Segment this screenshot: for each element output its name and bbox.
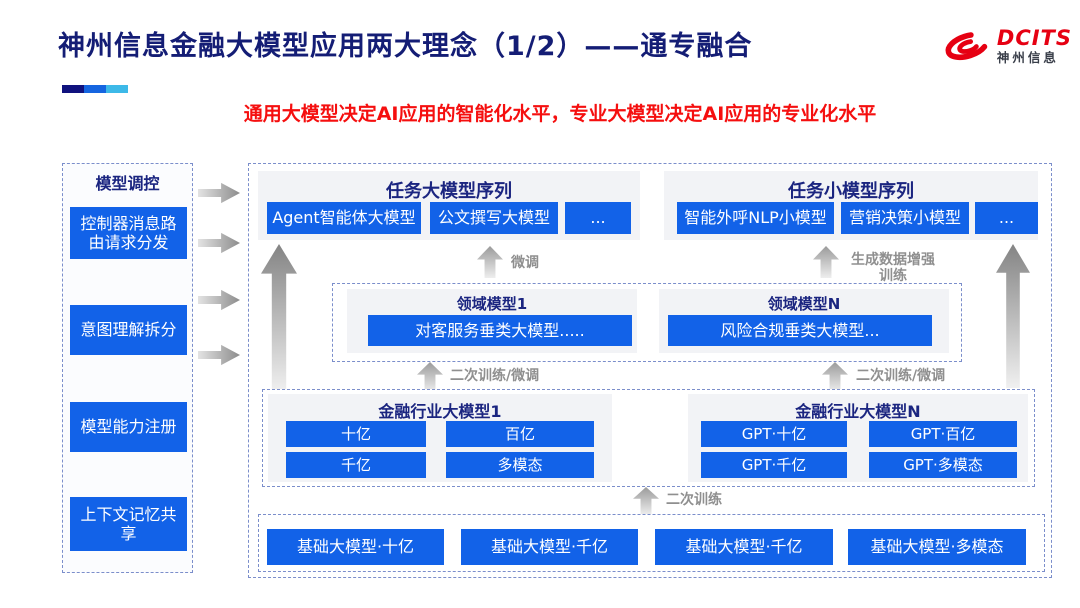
model-chip-base-1b: 基础大模型·十亿 — [267, 529, 444, 565]
panel-domain-n-title: 领域模型N — [767, 295, 841, 313]
model-chip-base-100b: 基础大模型·千亿 — [461, 529, 638, 565]
sidebar-item-router: 控制器消息路由请求分发 — [70, 207, 187, 259]
model-chip-10b: 百亿 — [446, 421, 594, 447]
label-gen-data-training: 生成数据增强训练 — [851, 252, 935, 285]
model-chip-risk-compliance: 风险合规垂类大模型... — [668, 315, 932, 346]
model-chip-gpt-multimodal: GPT·多模态 — [869, 452, 1017, 478]
subtitle: 通用大模型决定AI应用的智能化水平，专业大模型决定AI应用的专业化水平 — [243, 103, 877, 125]
panel-fin-n-title: 金融行业大模型N — [795, 402, 921, 421]
label-finetune: 微调 — [511, 255, 539, 271]
model-chip-marketing: 营销决策小模型 — [841, 202, 969, 234]
page-title: 神州信息金融大模型应用两大理念（1/2）——通专融合 — [58, 31, 753, 62]
panel-task-small-title: 任务小模型序列 — [788, 181, 914, 202]
label-second-training: 二次训练 — [666, 492, 722, 508]
model-chip-multimodal: 多模态 — [446, 452, 594, 478]
model-chip-gpt-100b: GPT·千亿 — [701, 452, 847, 478]
logo-brand-text: DCITS — [996, 26, 1072, 51]
model-chip-ellipsis: ... — [975, 202, 1038, 234]
model-chip-customer-service: 对客服务垂类大模型..... — [368, 315, 632, 346]
accent-bar — [62, 85, 128, 93]
arrow-right-icon — [198, 182, 240, 204]
accent-segment-blue — [84, 85, 106, 93]
arrow-right-icon — [198, 232, 240, 254]
model-chip-base-100b-2: 基础大模型·千亿 — [655, 529, 833, 565]
model-chip-base-multimodal: 基础大模型·多模态 — [848, 529, 1026, 565]
sidebar-item-intent: 意图理解拆分 — [70, 305, 187, 355]
model-chip-ellipsis: ... — [565, 202, 631, 234]
logo-brand-cn-text: 神州信息 — [996, 50, 1059, 66]
logo-swirl-icon — [945, 31, 990, 61]
accent-segment-cyan — [106, 85, 128, 93]
label-second-finetune-right: 二次训练/微调 — [856, 368, 946, 384]
model-chip-agent: Agent智能体大模型 — [267, 202, 421, 234]
model-chip-100b: 千亿 — [286, 452, 426, 478]
sidebar-item-context: 上下文记忆共享 — [70, 497, 187, 551]
arrow-right-icon — [198, 344, 240, 366]
panel-fin-1-title: 金融行业大模型1 — [378, 402, 502, 421]
model-chip-gpt-1b: GPT·十亿 — [701, 421, 847, 447]
dcits-logo: DCITS 神州信息 — [942, 20, 1072, 72]
panel-domain-1-title: 领域模型1 — [456, 295, 528, 313]
accent-segment-navy — [62, 85, 84, 93]
model-chip-doc-writing: 公文撰写大模型 — [430, 202, 558, 234]
sidebar-title: 模型调控 — [95, 174, 160, 193]
model-chip-nlp-callout: 智能外呼NLP小模型 — [677, 202, 834, 234]
label-second-finetune-left: 二次训练/微调 — [450, 368, 540, 384]
arrow-right-icon — [198, 289, 240, 311]
model-chip-gpt-10b: GPT·百亿 — [869, 421, 1017, 447]
sidebar-item-register: 模型能力注册 — [70, 402, 187, 452]
model-chip-1b: 十亿 — [286, 421, 426, 447]
panel-task-large-title: 任务大模型序列 — [386, 181, 512, 202]
